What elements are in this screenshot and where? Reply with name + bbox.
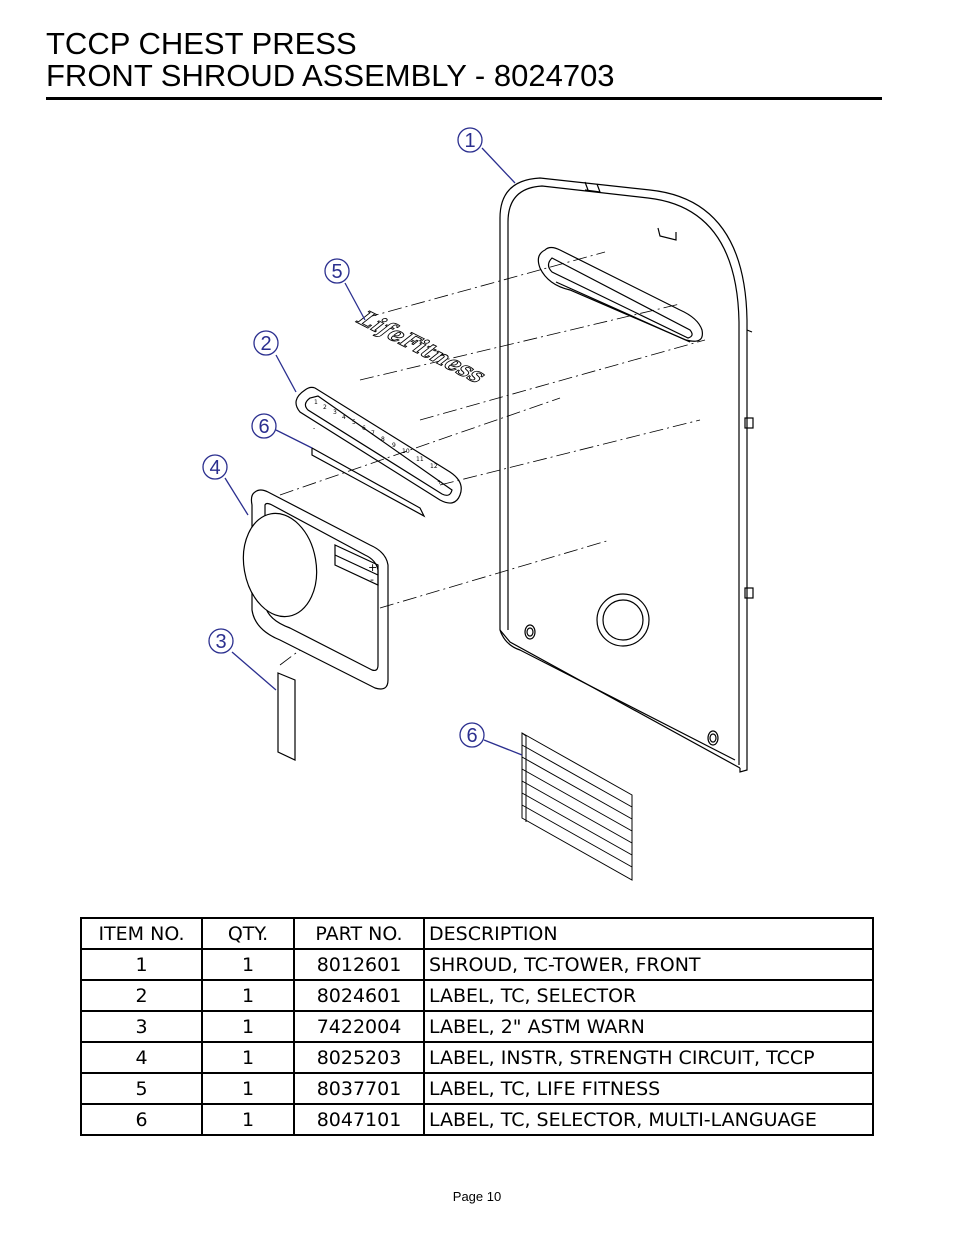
header-part-no: PART NO. xyxy=(293,917,425,950)
cell-item-no: 5 xyxy=(80,1072,203,1105)
callout-5: 5 xyxy=(324,258,350,284)
selector-tick: 3 xyxy=(333,409,337,416)
header-item-no: ITEM NO. xyxy=(80,917,203,950)
selector-minus: - xyxy=(313,425,315,432)
cell-description: LABEL, TC, SELECTOR, MULTI-LANGUAGE xyxy=(423,1103,874,1136)
selector-tick: 10 xyxy=(402,448,410,455)
cell-part-no: 8025203 xyxy=(293,1041,425,1074)
cell-qty: 1 xyxy=(201,1010,295,1043)
instr-plus: + xyxy=(368,561,377,574)
cell-qty: 1 xyxy=(201,1072,295,1105)
callout-6-upper: 6 xyxy=(251,413,277,439)
page-number: Page 10 xyxy=(452,1189,502,1204)
selector-tick: 2 xyxy=(323,404,327,411)
callout-4: 4 xyxy=(202,454,228,480)
cell-part-no: 8012601 xyxy=(293,948,425,981)
callout-6-lower: 6 xyxy=(459,722,485,748)
cell-qty: 1 xyxy=(201,1041,295,1074)
selector-tick: 8 xyxy=(381,436,385,443)
svg-text:6: 6 xyxy=(466,725,477,747)
projection-lines xyxy=(279,251,706,666)
life-fitness-logo-label: LifeFitness xyxy=(351,306,492,389)
table-row: 2 1 8024601 LABEL, TC, SELECTOR xyxy=(80,979,874,1012)
cell-part-no: 7422004 xyxy=(293,1010,425,1043)
exploded-view-drawing: LifeFitness 1 2 3 4 5 6 7 8 9 10 11 12 -… xyxy=(202,127,754,881)
svg-text:3: 3 xyxy=(215,631,226,653)
table-row: 5 1 8037701 LABEL, TC, LIFE FITNESS xyxy=(80,1072,874,1105)
title-line-2: FRONT SHROUD ASSEMBLY - 8024703 xyxy=(46,58,615,93)
selector-tick: 1 xyxy=(314,399,318,406)
selector-tick: 6 xyxy=(362,425,366,432)
front-shroud-part xyxy=(499,177,754,773)
selector-tick: 12 xyxy=(430,463,438,470)
header-description: DESCRIPTION xyxy=(423,917,874,950)
selector-tick: 7 xyxy=(371,430,375,437)
callout-2: 2 xyxy=(253,330,279,356)
selector-plus: + xyxy=(437,479,442,486)
cell-item-no: 6 xyxy=(80,1103,203,1136)
svg-text:2: 2 xyxy=(260,333,271,355)
cell-description: LABEL, INSTR, STRENGTH CIRCUIT, TCCP xyxy=(423,1041,874,1074)
cell-part-no: 8037701 xyxy=(293,1072,425,1105)
table-row: 4 1 8025203 LABEL, INSTR, STRENGTH CIRCU… xyxy=(80,1041,874,1074)
cell-qty: 1 xyxy=(201,948,295,981)
selector-tick: 9 xyxy=(392,442,396,449)
svg-text:6: 6 xyxy=(258,416,269,438)
instruction-label-part xyxy=(242,489,389,690)
astm-warning-label-part xyxy=(277,672,296,761)
multi-language-strip xyxy=(311,446,426,518)
selector-tick: 4 xyxy=(342,414,346,421)
cell-item-no: 4 xyxy=(80,1041,203,1074)
table-row: 6 1 8047101 LABEL, TC, SELECTOR, MULTI-L… xyxy=(80,1103,874,1136)
cell-qty: 1 xyxy=(201,1103,295,1136)
cell-description: LABEL, TC, SELECTOR xyxy=(423,979,874,1012)
cell-description: LABEL, TC, LIFE FITNESS xyxy=(423,1072,874,1105)
cell-item-no: 3 xyxy=(80,1010,203,1043)
title-underline xyxy=(46,97,882,100)
table-row: 3 1 7422004 LABEL, 2" ASTM WARN xyxy=(80,1010,874,1043)
title-line-1: TCCP CHEST PRESS xyxy=(46,26,357,61)
callout-3: 3 xyxy=(208,628,234,654)
svg-text:5: 5 xyxy=(331,261,342,283)
table-row: 1 1 8012601 SHROUD, TC-TOWER, FRONT xyxy=(80,948,874,981)
selector-label-part xyxy=(295,386,462,504)
cell-item-no: 2 xyxy=(80,979,203,1012)
svg-text:4: 4 xyxy=(209,457,220,479)
selector-tick: 5 xyxy=(352,419,356,426)
cell-description: LABEL, 2" ASTM WARN xyxy=(423,1010,874,1043)
cell-part-no: 8047101 xyxy=(293,1103,425,1136)
multi-language-sheet xyxy=(521,732,633,881)
table-header-row: ITEM NO. QTY. PART NO. DESCRIPTION xyxy=(80,917,874,950)
logo-text: LifeFitness xyxy=(351,306,491,388)
bill-of-materials-table: ITEM NO. QTY. PART NO. DESCRIPTION 1 1 8… xyxy=(80,917,874,1136)
leader-lines xyxy=(224,147,523,756)
header-qty: QTY. xyxy=(201,917,295,950)
cell-item-no: 1 xyxy=(80,948,203,981)
page-title: TCCP CHEST PRESS FRONT SHROUD ASSEMBLY -… xyxy=(46,28,615,92)
selector-tick: 11 xyxy=(416,456,424,463)
svg-text:1: 1 xyxy=(464,130,475,152)
selector-tick-labels: 1 2 3 4 5 6 7 8 9 10 11 12 - + xyxy=(313,399,442,486)
cell-qty: 1 xyxy=(201,979,295,1012)
cell-part-no: 8024601 xyxy=(293,979,425,1012)
cell-description: SHROUD, TC-TOWER, FRONT xyxy=(423,948,874,981)
instr-minus: - xyxy=(370,573,374,586)
callout-1: 1 xyxy=(457,127,483,153)
